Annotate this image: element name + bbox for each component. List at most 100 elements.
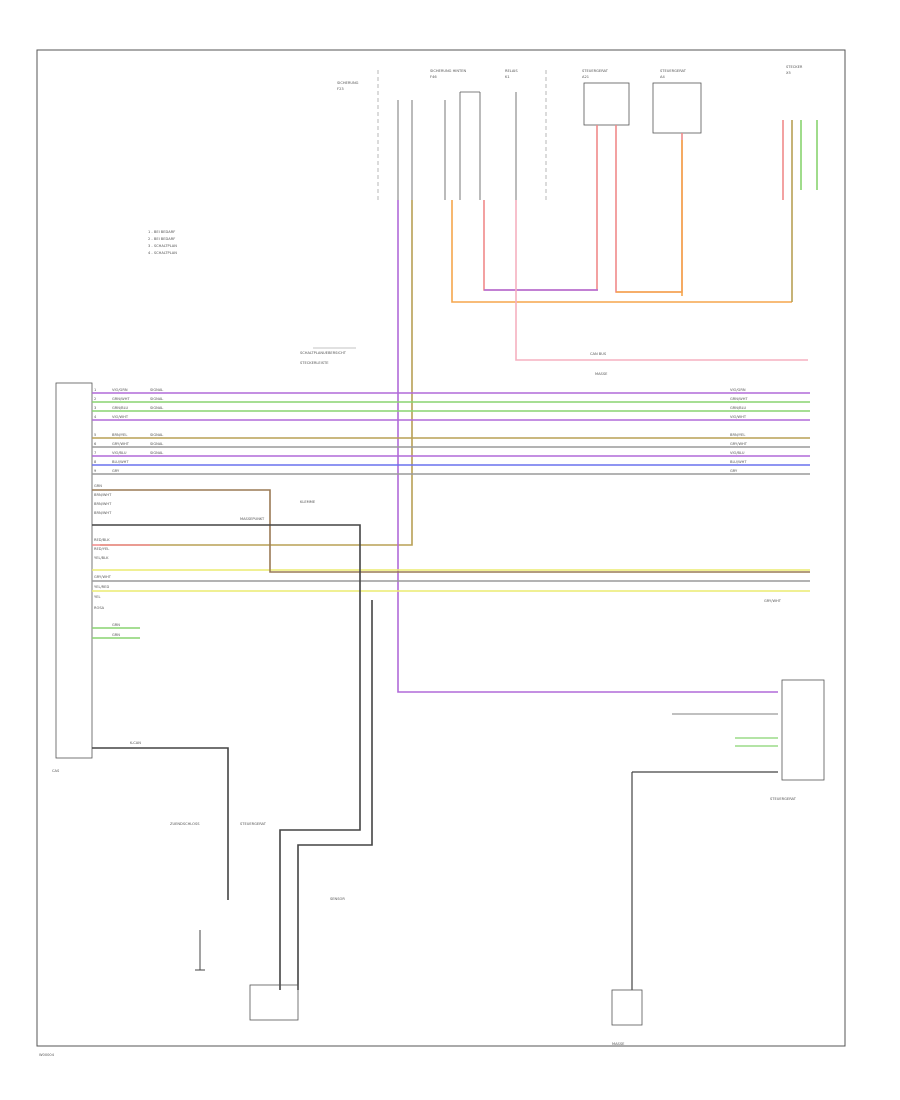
wire-label: RED/BLK	[94, 538, 110, 542]
wire-label: BRN/WHT	[94, 511, 112, 515]
bus-row-left: GRN/WHT	[112, 397, 130, 401]
component-label: A21	[582, 75, 589, 79]
bus-row-desc: SIGNAL	[150, 406, 163, 410]
wire-pink	[451, 200, 792, 303]
bus-row-right: BRN/YEL	[730, 433, 745, 437]
right-module-wires	[631, 713, 778, 990]
module-box-a4	[652, 82, 702, 134]
component-label: K1	[505, 75, 510, 79]
wire-label: GRN	[112, 623, 120, 627]
right-module-box	[781, 679, 825, 781]
wire-black	[92, 524, 361, 990]
legend-item: 1 - BEI BEDARF	[148, 230, 175, 234]
bus-row-pin: 1	[94, 388, 96, 392]
wire-label: YEL	[94, 595, 100, 599]
module-box-a21	[583, 82, 630, 126]
component-box	[249, 984, 299, 1021]
wire-black	[297, 600, 373, 990]
bus-row-right: VIO/WHT	[730, 415, 747, 419]
wire-red	[483, 125, 598, 291]
wire-label: BRN/WHT	[94, 502, 112, 506]
bus-row-left: VIO/WHT	[112, 415, 129, 419]
bus-row-pin: 6	[94, 442, 97, 446]
component-box	[611, 989, 643, 1026]
wire-label: YEL/RED	[94, 585, 109, 589]
top-vertical-wires	[397, 91, 517, 200]
component-label: ZUENDSCHLOSS	[170, 822, 200, 826]
bus-row-left: VIO/BLU	[112, 451, 127, 455]
component-label: SICHERUNG	[337, 81, 359, 85]
component-label: SENSOR	[330, 897, 345, 901]
bus-row-right: GRN/WHT	[730, 397, 748, 401]
top-components: SICHERUNG F23 SICHERUNG HINTEN F46 RELAI…	[337, 65, 803, 91]
component-label: A4	[660, 75, 665, 79]
wire-olive	[100, 200, 413, 546]
wire-black	[92, 747, 229, 900]
bus-header-sub: STECKERLEISTE	[300, 361, 329, 365]
bus-row-left: BLU/WHT	[112, 460, 129, 464]
ground-point-label: MASSEPUNKT	[240, 517, 265, 521]
bus-row-left: GRY	[112, 469, 120, 473]
bottom-components: ZUENDSCHLOSS STEUERGERAT SENSOR MASSE	[170, 822, 643, 1046]
bus-row-desc: SIGNAL	[150, 388, 163, 392]
left-labels: GRN BRN/WHT BRN/WHT BRN/WHT RED/BLK RED/…	[94, 484, 120, 637]
legend-item: 3 - SCHALTPLAN	[148, 244, 177, 248]
wire-violet	[397, 200, 778, 693]
bus-row-right: GRY/WHT	[730, 442, 748, 446]
legend-item: 4 - SCHALTPLAN	[148, 251, 177, 255]
component-label: STEUERGERAT	[660, 69, 687, 73]
component-label: STECKER	[786, 65, 803, 69]
legend-item: 2 - BEI BEDARF	[148, 237, 175, 241]
wire-label: GRN	[94, 484, 102, 488]
component-label: MASSE	[612, 1042, 625, 1046]
wire-label: ROSA	[94, 606, 105, 610]
wire-label: GRN	[112, 633, 120, 637]
component-label: F23	[337, 87, 344, 91]
bus-label: GRY/WHT	[764, 599, 782, 603]
bus-row-pin: 5	[94, 433, 96, 437]
component-label: STEUERGERAT	[240, 822, 267, 826]
bus-row-left: GRN/BLU	[112, 406, 128, 410]
bus-row-pin: 3	[94, 406, 96, 410]
bus-row-left: BRN/YEL	[112, 433, 127, 437]
bus-row-left: GRY/WHT	[112, 442, 130, 446]
bus-row-pin: 9	[94, 469, 97, 473]
bus-row-right: BLU/WHT	[730, 460, 747, 464]
diagram-frame	[36, 49, 846, 1047]
bus-row-pin: 2	[94, 397, 96, 401]
bus-row-right: GRN/BLU	[730, 406, 746, 410]
main-module-box	[55, 382, 93, 759]
wire-label: GRY/WHT	[94, 575, 112, 579]
bus-row-right: VIO/GRN	[730, 388, 746, 392]
klemme-label: KLEMME	[300, 500, 316, 504]
bus-row-pin: 4	[94, 415, 97, 419]
footer-code: W00004	[39, 1053, 55, 1057]
wire-brown	[92, 489, 810, 573]
wire-label: YEL/BLK	[94, 556, 109, 560]
wire-label: BRN/WHT	[94, 493, 112, 497]
k-can-label: K-CAN	[130, 741, 141, 745]
bus-wires	[92, 392, 810, 990]
legend: 1 - BEI BEDARF 2 - BEI BEDARF 3 - SCHALT…	[148, 230, 177, 255]
bus-row-desc: SIGNAL	[150, 442, 163, 446]
wire-pink	[515, 200, 808, 361]
component-label: STEUERGERAT	[582, 69, 609, 73]
bus-row-pin: 7	[94, 451, 96, 455]
bus-row-left: VIO/GRN	[112, 388, 128, 392]
main-module-label: CAS	[52, 769, 60, 773]
bus-header-title: SCHALTPLANUEBERSICHT	[300, 351, 347, 355]
component-label: X5	[786, 71, 791, 75]
top-color-wires	[100, 120, 818, 693]
wire-red	[615, 125, 683, 293]
bus-row-right: VIO/BLU	[730, 451, 745, 455]
bus-row-desc: SIGNAL	[150, 397, 163, 401]
bus-row-desc: SIGNAL	[150, 451, 163, 455]
bus-row-desc: SIGNAL	[150, 433, 163, 437]
ground-label: MASSE	[595, 372, 608, 376]
bus-row-pin: 8	[94, 460, 97, 464]
can-bus-label: CAN BUS	[590, 352, 607, 356]
right-module-label: STEUERGERAT	[770, 797, 797, 801]
wire-label: RED/YEL	[94, 547, 109, 551]
component-label: RELAIS	[505, 69, 518, 73]
